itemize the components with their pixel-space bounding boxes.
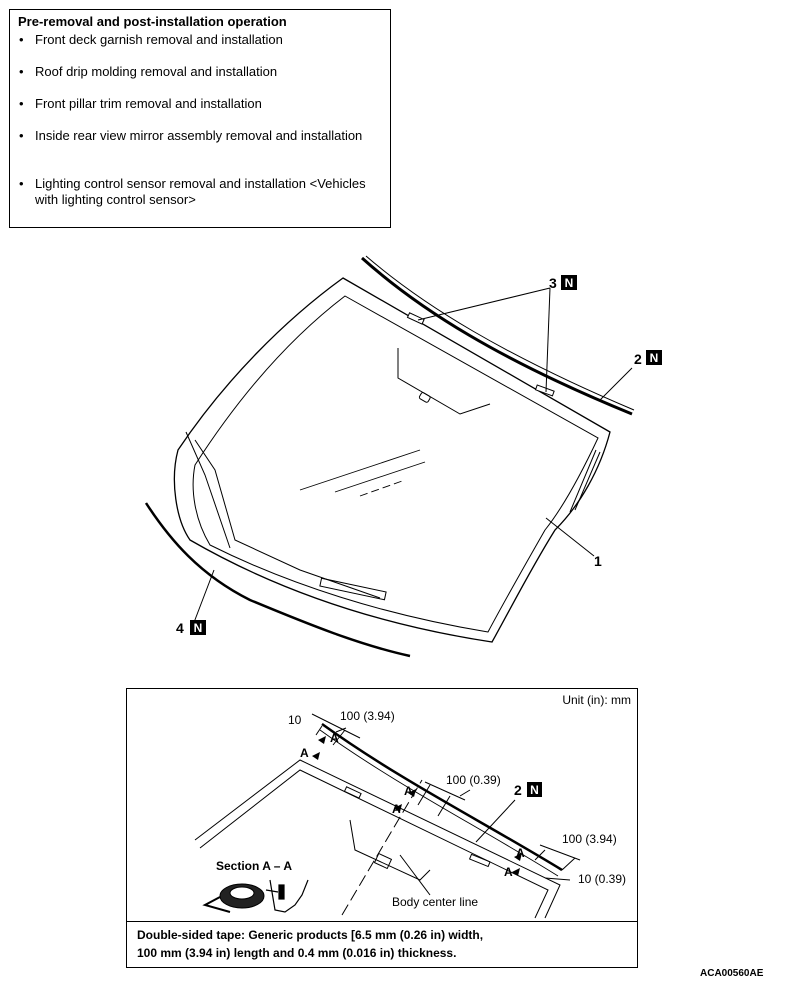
new-part-mark-2-text: N	[650, 351, 659, 365]
windshield-glass	[173, 277, 611, 643]
operation-item: Front deck garnish removal and installat…	[18, 32, 382, 48]
operations-box: Pre-removal and post-installation operat…	[9, 9, 391, 228]
callout-2: 2	[634, 351, 642, 367]
operations-heading: Pre-removal and post-installation operat…	[18, 14, 287, 29]
new-part-mark-3-text: N	[565, 276, 574, 290]
figure-code: ACA00560AE	[700, 968, 764, 979]
new-part-mark-4-text: N	[194, 621, 203, 635]
leader-lines	[192, 287, 633, 626]
new-part-mark-2	[646, 350, 662, 365]
operation-item: Front pillar trim removal and installati…	[18, 96, 382, 112]
operations-list: Front deck garnish removal and installat…	[18, 32, 382, 208]
callout-1: 1	[594, 553, 602, 569]
callout-3: 3	[549, 275, 557, 291]
callout-4: 4	[176, 620, 184, 636]
section-profile-icon	[265, 879, 309, 913]
operation-item: Lighting control sensor removal and inst…	[18, 176, 382, 208]
tape-note: Double-sided tape: Generic products [6.5…	[127, 921, 637, 967]
operation-item: Roof drip molding removal and installati…	[18, 64, 382, 80]
top-molding	[360, 255, 635, 416]
tape-roll-icon	[202, 883, 265, 913]
spacer-clips	[406, 312, 555, 397]
section-arrows	[312, 736, 522, 876]
unit-label: Unit (in): mm	[562, 693, 631, 707]
side-molding	[144, 502, 411, 658]
detail-drawing	[194, 713, 581, 919]
tape-note-line-1: Double-sided tape: Generic products [6.5…	[137, 928, 484, 942]
operation-item: Inside rear view mirror assembly removal…	[18, 128, 382, 144]
detail-box: Unit (in): mm Double-sided tape: Generic…	[126, 688, 638, 968]
new-part-mark-4	[190, 620, 206, 635]
new-part-mark-3	[561, 275, 577, 290]
tape-note-line-2: 100 mm (3.94 in) length and 0.4 mm (0.01…	[137, 946, 457, 960]
